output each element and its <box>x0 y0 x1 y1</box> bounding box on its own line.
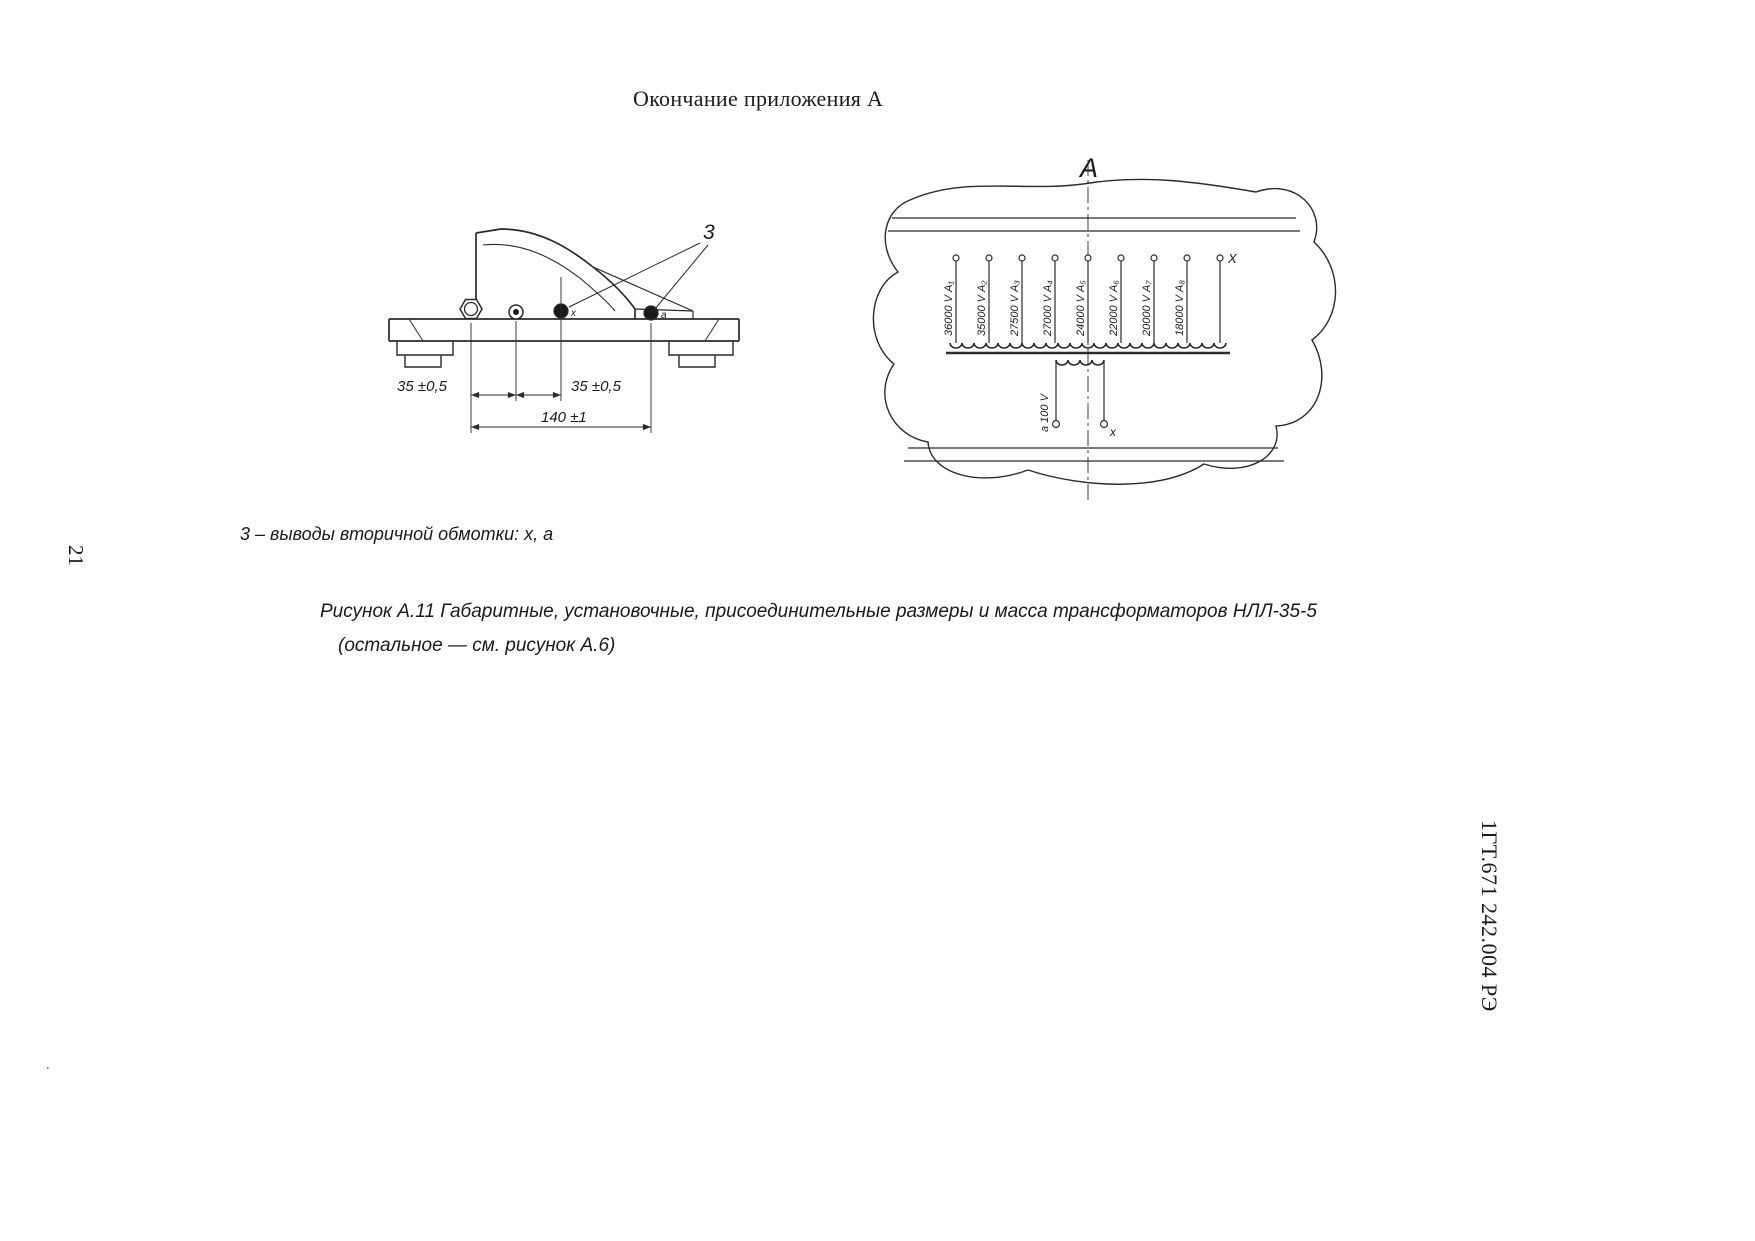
tap-label-7: 18000 V А₈ <box>1174 280 1186 336</box>
terminal-a-label: а <box>661 310 667 321</box>
dimension-lines: 35 ±0,5 35 ±0,5 140 ±1 <box>397 277 652 433</box>
dim-total-label: 140 ±1 <box>541 409 587 426</box>
bolt-head-icon <box>463 301 479 317</box>
left-drawing: х а 3 35 ±0,5 35 ±0,5 140 ±1 <box>388 221 740 433</box>
terminal-x-label: х <box>570 308 577 319</box>
tap-label-6: 20000 V А₇ <box>1141 280 1153 337</box>
secondary-x-circle <box>1099 419 1109 429</box>
bolt-hex-icon <box>459 298 483 320</box>
terminals: х а <box>459 298 667 321</box>
scan-artifact-dot: . <box>46 1058 50 1073</box>
secondary-winding: а 100 V х <box>1039 359 1117 439</box>
figure-note: 3 – выводы вторичной обмотки: х, а <box>240 524 554 544</box>
dim-right-label: 35 ±0,5 <box>571 378 622 395</box>
base-plate <box>388 318 740 368</box>
terminal-a-icon <box>643 305 659 321</box>
tap-label-5: 22000 V А₆ <box>1108 280 1120 337</box>
tap-label-3: 27000 V А₄ <box>1042 280 1054 337</box>
tap-label-2: 27500 V А₃ <box>1009 280 1021 337</box>
tap-label-1: 35000 V А₂ <box>976 280 988 336</box>
callout-3-label: 3 <box>703 221 715 244</box>
secondary-a-circle <box>1051 419 1061 429</box>
figure-caption-line1: Рисунок А.11 Габаритные, установочные, п… <box>320 601 1317 622</box>
tap-label-0: 36000 V А₁ <box>943 281 955 336</box>
secondary-end-label: х <box>1109 425 1117 439</box>
right-drawing: 36000 V А₁ 35000 V А₂ 27500 V А₃ 27000 V… <box>872 160 1337 500</box>
page-number: 21 <box>64 545 88 566</box>
primary-end-label: Х <box>1227 251 1238 266</box>
tap-label-4: 24000 V А₅ <box>1075 280 1087 337</box>
tap-circles <box>952 254 1224 262</box>
callout-3: 3 <box>568 221 715 310</box>
washer-center-icon <box>513 309 519 315</box>
figure-caption-line2: (остальное — см. рисунок А.6) <box>338 635 616 656</box>
primary-winding: 36000 V А₁ 35000 V А₂ 27500 V А₃ 27000 V… <box>943 251 1238 355</box>
blob-outline <box>872 178 1337 485</box>
document-code: 1ГТ.671 242.004 РЭ <box>1477 820 1502 1012</box>
core-lines <box>888 217 1300 462</box>
secondary-start-label: а 100 V <box>1039 392 1051 432</box>
dim-left-label: 35 ±0,5 <box>397 378 448 395</box>
page-header: Окончание приложения А <box>633 86 884 111</box>
view-a-label: А <box>1080 153 1099 183</box>
transformer-body <box>475 228 694 319</box>
